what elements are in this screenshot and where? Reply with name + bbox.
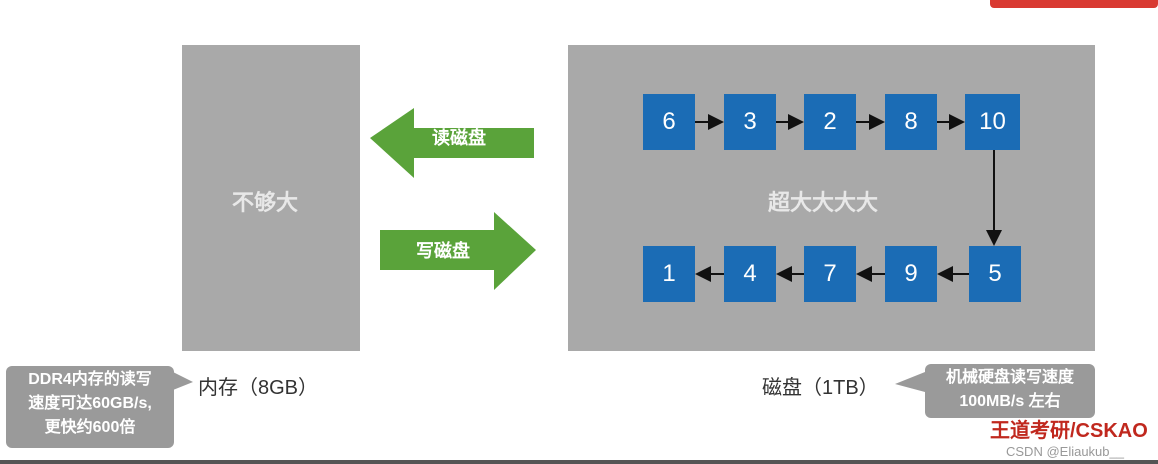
write-disk-label: 写磁盘 (416, 241, 470, 261)
bottom-border (0, 460, 1158, 464)
block: 8 (885, 94, 937, 150)
disk-label: 超大大大大 (768, 190, 879, 215)
note-line: 速度可达60GB/s, (28, 395, 152, 412)
memory-caption: 内存（8GB） (198, 377, 319, 399)
note-line: 机械硬盘读写速度 (945, 369, 1074, 386)
watermark: CSDN @Eliaukub__ (1006, 444, 1124, 459)
read-disk-label: 读磁盘 (432, 128, 486, 148)
block: 10 (965, 94, 1020, 150)
memory-label: 不够大 (232, 190, 299, 215)
top-red-bar (990, 0, 1158, 8)
disk-caption: 磁盘（1TB） (762, 377, 879, 399)
block: 6 (643, 94, 695, 150)
note-line: 更快约600倍 (44, 419, 136, 436)
note-line: 100MB/s 左右 (959, 393, 1061, 410)
write-arrow (380, 212, 536, 290)
arrows (370, 108, 536, 290)
block: 2 (804, 94, 856, 150)
memory-note-bubble: DDR4内存的读写 速度可达60GB/s, 更快约600倍 (6, 366, 174, 448)
block: 9 (885, 246, 937, 302)
brand-logo: 王道考研/CSKAO (990, 420, 1148, 442)
block: 3 (724, 94, 776, 150)
bubble-pointer (895, 372, 925, 392)
disk-note-bubble: 机械硬盘读写速度 100MB/s 左右 (925, 364, 1095, 418)
note-line: DDR4内存的读写 (28, 371, 152, 388)
read-arrow (370, 108, 534, 178)
block: 7 (804, 246, 856, 302)
block: 1 (643, 246, 695, 302)
block: 4 (724, 246, 776, 302)
block: 5 (969, 246, 1021, 302)
memory-panel: 不够大 (182, 45, 360, 351)
bubble-pointer (173, 372, 193, 390)
